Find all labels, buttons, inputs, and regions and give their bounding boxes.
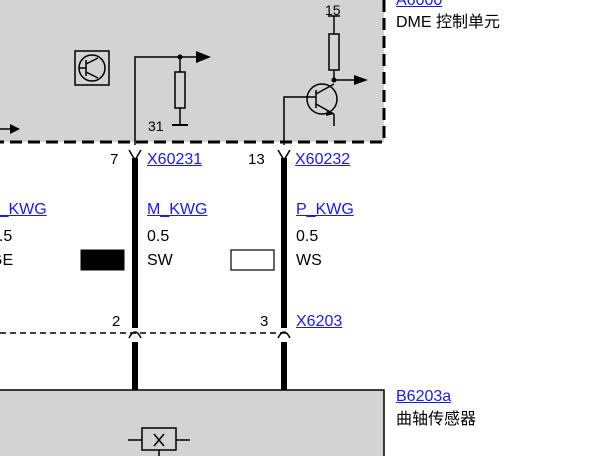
- ecu-housing: [0, 0, 384, 142]
- ecu-link[interactable]: A6000: [396, 0, 443, 9]
- sensor-name: 曲轴传感器: [396, 411, 477, 428]
- wire-color-p: WS: [296, 252, 322, 269]
- wire-size-p: 0.5: [296, 228, 319, 245]
- connector-bottom-right-icon: [277, 331, 291, 339]
- pin-31-label: 31: [148, 118, 164, 134]
- wire-color-u: GE: [0, 252, 14, 269]
- connector-bottom-left-icon: [128, 331, 142, 339]
- wire-name-link-u[interactable]: U_KWG: [0, 201, 47, 218]
- swatch-sw: [80, 249, 125, 271]
- ecu-circuit-left: [134, 51, 211, 145]
- connector-link-left[interactable]: X60231: [147, 151, 203, 168]
- sensor-symbol-icon: [128, 427, 190, 456]
- pin-left-label: 7: [110, 151, 119, 168]
- wire-name-link-p[interactable]: P_KWG: [296, 201, 354, 218]
- sensor-link[interactable]: B6203a: [396, 388, 452, 405]
- pin-bottom-right-label: 3: [260, 313, 269, 330]
- pin-bottom-left-label: 2: [112, 313, 121, 330]
- connector-link-bottom[interactable]: X6203: [296, 313, 343, 330]
- signal-arrow-icon: [0, 124, 20, 134]
- pin-right-label: 13: [248, 151, 265, 168]
- ecu-border-dashed: [0, 0, 386, 144]
- wire-size-u: 0.5: [0, 228, 13, 245]
- wire-size-m: 0.5: [147, 228, 170, 245]
- connector-link-right[interactable]: X60232: [295, 151, 351, 168]
- wire-color-m: SW: [147, 252, 173, 269]
- ecu-circuit-right: [283, 15, 368, 145]
- pin-15-label: 15: [325, 2, 341, 18]
- sensor-housing: [0, 389, 385, 456]
- transistor-box-icon: [74, 50, 110, 86]
- ecu-name: DME 控制单元: [396, 14, 501, 31]
- swatch-ws: [230, 249, 275, 271]
- wire-name-link-m[interactable]: M_KWG: [147, 201, 208, 218]
